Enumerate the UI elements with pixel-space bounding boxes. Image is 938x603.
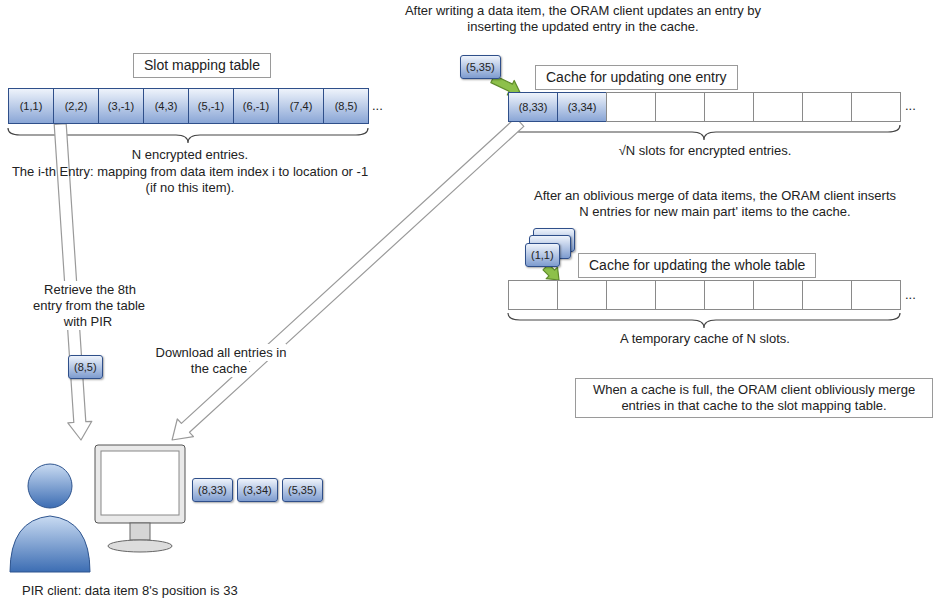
- entry-text: (8,5): [74, 361, 97, 373]
- brace: [508, 313, 900, 328]
- table-cell: [704, 92, 754, 122]
- cell-text: (7,4): [290, 100, 313, 112]
- entry-card: (1,1): [525, 243, 560, 267]
- monitor-base: [108, 540, 172, 552]
- cell-text: (6,-1): [243, 100, 269, 112]
- entry-card: (8,5): [68, 355, 103, 379]
- entry-text: (1,1): [531, 249, 554, 261]
- cell-text: (2,2): [65, 100, 88, 112]
- entry-text: (3,34): [243, 484, 272, 496]
- entry-text: (5,35): [466, 61, 495, 73]
- table-cell: [606, 280, 656, 310]
- ellipsis: ...: [905, 98, 925, 114]
- annotation: √N slots for encrypted entries.: [560, 143, 850, 159]
- cell-text: (3,-1): [108, 100, 134, 112]
- monitor-frame: [95, 445, 185, 523]
- table-cell: (4,3): [143, 88, 189, 124]
- table-cell: (3,-1): [98, 88, 144, 124]
- person-head: [28, 464, 72, 508]
- note-text: When a cache is full, the ORAM client ob…: [582, 382, 926, 414]
- entry-text: (8,33): [198, 484, 227, 496]
- table-cell: [655, 92, 705, 122]
- table-cell: (1,1): [8, 88, 54, 124]
- edge-label-text: Retrieve the 8th entry from the table wi…: [33, 281, 145, 330]
- edge-label: Download all entries in the cache: [150, 345, 290, 377]
- ellipsis: ...: [905, 287, 925, 303]
- ellipsis: ...: [372, 98, 392, 114]
- table-cell: [606, 92, 656, 122]
- table-row: Cache for updating the whole table: [508, 280, 900, 310]
- table-cell: (3,34): [557, 92, 607, 122]
- table-cell: [557, 280, 607, 310]
- cell-text: (4,3): [155, 100, 178, 112]
- annotation: The i-th Entry: mapping from data item i…: [10, 164, 370, 196]
- annotation: After an oblivious merge of data items, …: [530, 188, 900, 220]
- table-cell: [851, 92, 901, 122]
- client-caption: PIR client: data item 8's position is 33: [22, 583, 238, 598]
- monitor-screen: [101, 451, 179, 515]
- entry-text: (5,35): [288, 484, 317, 496]
- person-body: [10, 516, 90, 572]
- table-heading: Cache for updating the whole table: [578, 253, 816, 278]
- cell-text: (5,-1): [198, 100, 224, 112]
- table-heading: Cache for updating one entry: [535, 65, 738, 90]
- cell-text: (3,34): [568, 101, 597, 113]
- entry-card: (5,35): [282, 478, 323, 502]
- table-row: (1,1) (2,2) (3,-1) (4,3) (5,-1) (6,-1) (7,4) (8…: [8, 88, 368, 124]
- entry-card: (3,34): [237, 478, 278, 502]
- edge-label: Retrieve the 8th entry from the table wi…: [30, 282, 148, 330]
- pir-client: PIR client: data item 8's position is 33: [2, 440, 190, 580]
- annotation: N encrypted entries.: [10, 147, 370, 163]
- cell-text: (8,5): [335, 100, 358, 112]
- table-cell: [802, 92, 852, 122]
- note-box: When a cache is full, the ORAM client ob…: [575, 378, 933, 418]
- table-cell: (7,4): [278, 88, 324, 124]
- edge-label-text: Download all entries in the cache: [154, 344, 287, 377]
- entry-card: (8,33): [192, 478, 233, 502]
- annotation: After writing a data item, the ORAM clie…: [398, 3, 768, 35]
- table-cell: (8,5): [323, 88, 369, 124]
- table-cell: [704, 280, 754, 310]
- monitor-neck: [130, 523, 150, 540]
- entry-card: (5,35): [460, 55, 501, 79]
- table-cell: [802, 280, 852, 310]
- table-cell: (6,-1): [233, 88, 279, 124]
- cell-text: (1,1): [20, 100, 43, 112]
- annotation: A temporary cache of N slots.: [560, 331, 850, 347]
- table-heading: Slot mapping table: [133, 53, 271, 78]
- table-cell: [508, 280, 558, 310]
- table-cell: [851, 280, 901, 310]
- cell-text: (8,33): [519, 101, 548, 113]
- table-cell: [753, 280, 803, 310]
- table-cell: (8,33): [508, 92, 558, 122]
- table-cell: [655, 280, 705, 310]
- brace: [508, 125, 900, 140]
- table-cell: (5,-1): [188, 88, 234, 124]
- client-icon: [2, 440, 190, 580]
- table-cell: [753, 92, 803, 122]
- table-row: (8,33)(3,34)Cache for updating one entry: [508, 92, 900, 122]
- table-cell: (2,2): [53, 88, 99, 124]
